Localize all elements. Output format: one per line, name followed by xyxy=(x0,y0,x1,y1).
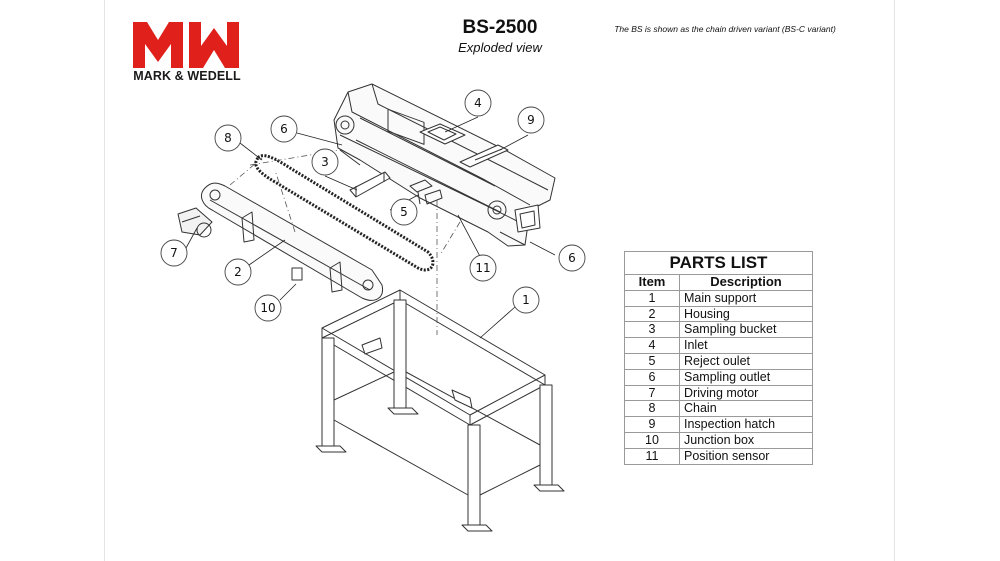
callout-11: 11 xyxy=(469,254,497,282)
svg-text:6: 6 xyxy=(568,251,576,265)
column-header-item: Item xyxy=(624,274,680,291)
inspection-hatch-part xyxy=(459,144,509,168)
callout-4: 4 xyxy=(464,89,492,117)
callout-9: 9 xyxy=(517,106,545,134)
mark-wedell-logo xyxy=(133,22,239,68)
driving-motor-part xyxy=(177,207,213,238)
svg-text:11: 11 xyxy=(475,261,490,275)
callout-7: 7 xyxy=(160,239,188,267)
svg-text:1: 1 xyxy=(522,293,530,307)
svg-text:10: 10 xyxy=(260,301,275,315)
callout-3: 3 xyxy=(311,148,339,176)
variant-note: The BS is shown as the chain driven vari… xyxy=(614,24,836,34)
callout-10: 10 xyxy=(254,294,282,322)
callout-6-side: 6 xyxy=(558,244,586,272)
callout-6-top: 6 xyxy=(270,115,298,143)
callout-1: 1 xyxy=(512,286,540,314)
sampling-bucket-part xyxy=(349,171,391,198)
svg-text:8: 8 xyxy=(224,131,232,145)
chain-part xyxy=(254,154,435,272)
lower-housing-part xyxy=(201,182,384,301)
callout-2: 2 xyxy=(224,258,252,286)
callout-5: 5 xyxy=(390,198,418,226)
inlet-part xyxy=(419,123,466,145)
svg-text:2: 2 xyxy=(234,265,242,279)
svg-text:9: 9 xyxy=(527,113,535,127)
svg-text:3: 3 xyxy=(321,155,329,169)
svg-text:4: 4 xyxy=(474,96,482,110)
column-header-description: Description xyxy=(679,274,813,291)
callout-8: 8 xyxy=(214,124,242,152)
main-support-part xyxy=(315,289,565,532)
svg-text:6: 6 xyxy=(280,122,288,136)
top-housing xyxy=(333,83,556,247)
drawing-subtitle: Exploded view xyxy=(458,40,542,55)
brand-name: MARK & WEDELL xyxy=(133,69,241,83)
reject-outlet-part xyxy=(409,179,443,205)
drawing-title: BS-2500 xyxy=(462,17,538,38)
svg-text:5: 5 xyxy=(400,205,408,219)
parts-list-title: PARTS LIST xyxy=(624,251,813,275)
svg-text:7: 7 xyxy=(170,246,178,260)
